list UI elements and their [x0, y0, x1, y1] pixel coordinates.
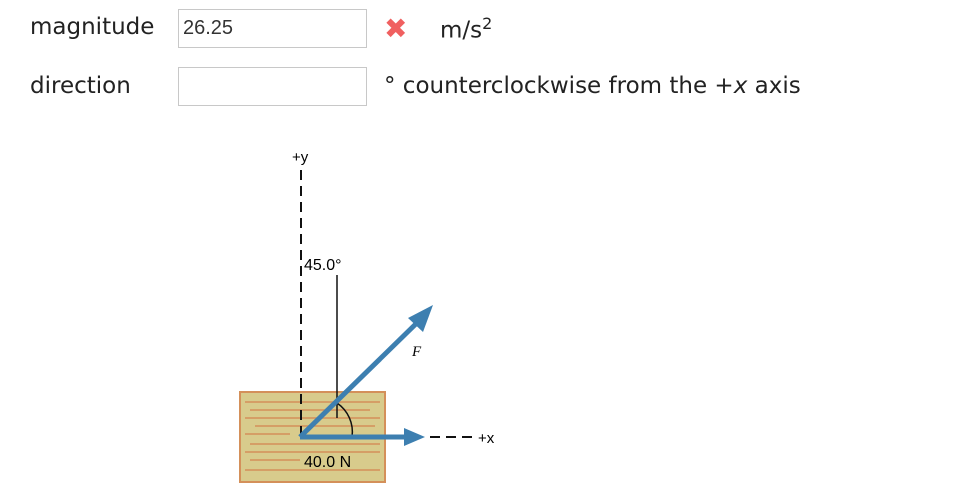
- direction-label: direction: [30, 73, 131, 99]
- x-axis-label: +x: [478, 430, 495, 447]
- force-label: F: [411, 344, 422, 360]
- x-force-arrow: [300, 428, 425, 446]
- force-value-label: 40.0 N: [304, 454, 351, 471]
- angle-label: 45.0°: [304, 257, 342, 274]
- magnitude-label: magnitude: [30, 14, 155, 40]
- unit-label: m/s2: [440, 14, 493, 44]
- direction-suffix: ° counterclockwise from the +x axis: [384, 73, 801, 99]
- y-axis-label: +y: [292, 149, 309, 166]
- wood-block: [239, 391, 386, 483]
- magnitude-input[interactable]: [178, 9, 367, 48]
- x-icon: ✖: [384, 12, 408, 45]
- angle-arc: [336, 402, 354, 438]
- force-arrow: [298, 305, 433, 439]
- direction-input[interactable]: [178, 67, 367, 106]
